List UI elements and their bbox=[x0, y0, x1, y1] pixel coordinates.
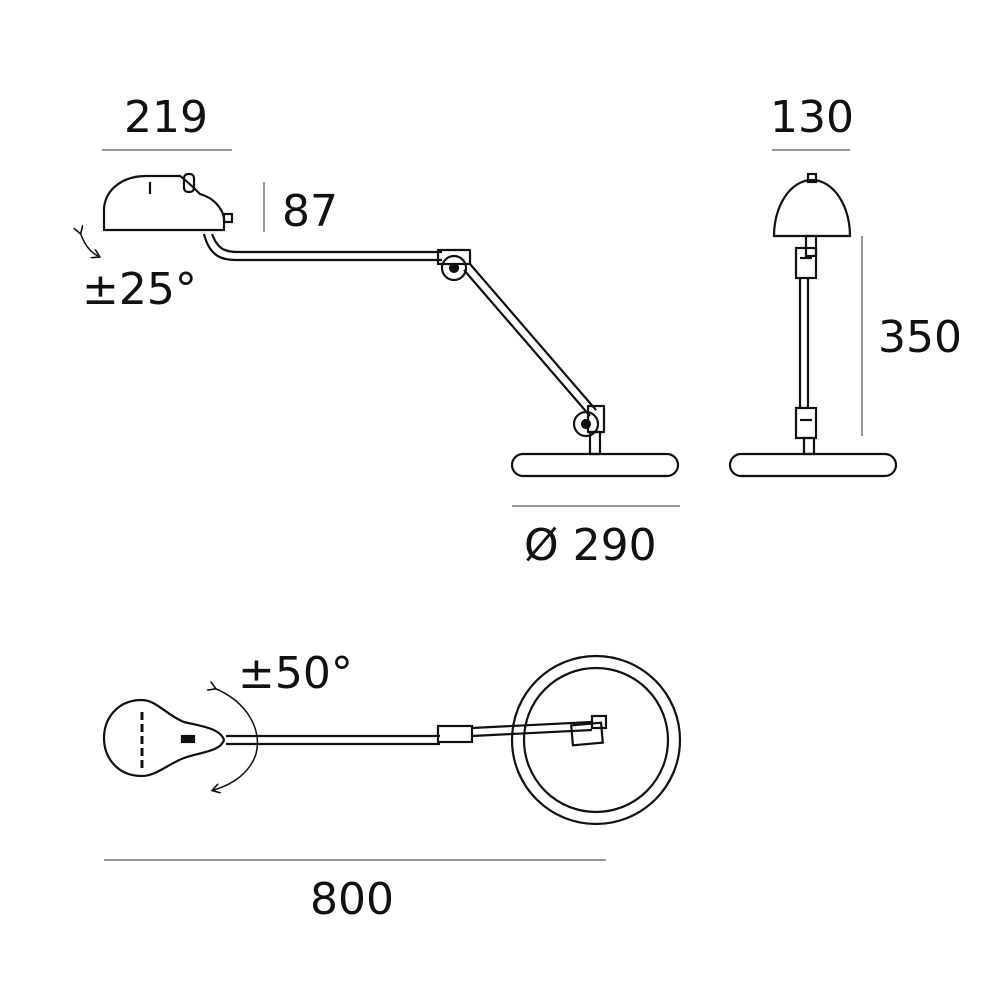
lamp-neck bbox=[202, 233, 442, 262]
rotation-arrow bbox=[214, 688, 258, 790]
top-joint-2 bbox=[569, 721, 605, 747]
top-base-outer bbox=[510, 654, 682, 826]
lamp-head bbox=[102, 174, 226, 232]
front-base bbox=[728, 452, 898, 478]
label-rotation: ±50° bbox=[238, 648, 353, 699]
front-upper-joint bbox=[794, 246, 818, 280]
label-height: 350 bbox=[878, 312, 962, 363]
label-head-depth: 130 bbox=[770, 92, 854, 143]
lower-arm bbox=[463, 269, 591, 417]
top-arm-2-upper bbox=[471, 720, 593, 730]
lamp-neck-inner bbox=[210, 233, 442, 254]
lower-arm-inner bbox=[469, 263, 597, 411]
label-head-tilt: ±25° bbox=[82, 264, 197, 315]
lower-joint-center bbox=[580, 418, 592, 430]
label-base-diameter: Ø 290 bbox=[524, 520, 657, 571]
front-head-knob bbox=[806, 172, 818, 184]
head-knob bbox=[182, 172, 196, 194]
top-joint-3 bbox=[590, 714, 608, 730]
top-base-inner bbox=[522, 666, 670, 814]
front-stem bbox=[802, 436, 816, 456]
front-neck bbox=[804, 234, 818, 258]
tilt-arrow bbox=[80, 232, 98, 256]
lower-joint bbox=[572, 410, 600, 438]
upper-joint bbox=[440, 254, 468, 282]
top-arm-2-lower bbox=[471, 728, 593, 738]
head-switch bbox=[222, 212, 234, 224]
label-reach: 800 bbox=[310, 874, 394, 925]
side-base bbox=[510, 452, 680, 478]
top-joint-1 bbox=[436, 724, 474, 744]
top-view bbox=[102, 654, 682, 861]
front-lower-joint bbox=[794, 406, 818, 440]
front-view bbox=[728, 149, 898, 478]
label-head-height: 87 bbox=[282, 186, 338, 237]
upper-joint-center bbox=[448, 262, 460, 274]
front-head-dome bbox=[772, 178, 852, 238]
side-view bbox=[80, 149, 680, 507]
top-head bbox=[102, 698, 226, 778]
label-head-width: 219 bbox=[124, 92, 208, 143]
top-head-switch bbox=[180, 734, 196, 744]
